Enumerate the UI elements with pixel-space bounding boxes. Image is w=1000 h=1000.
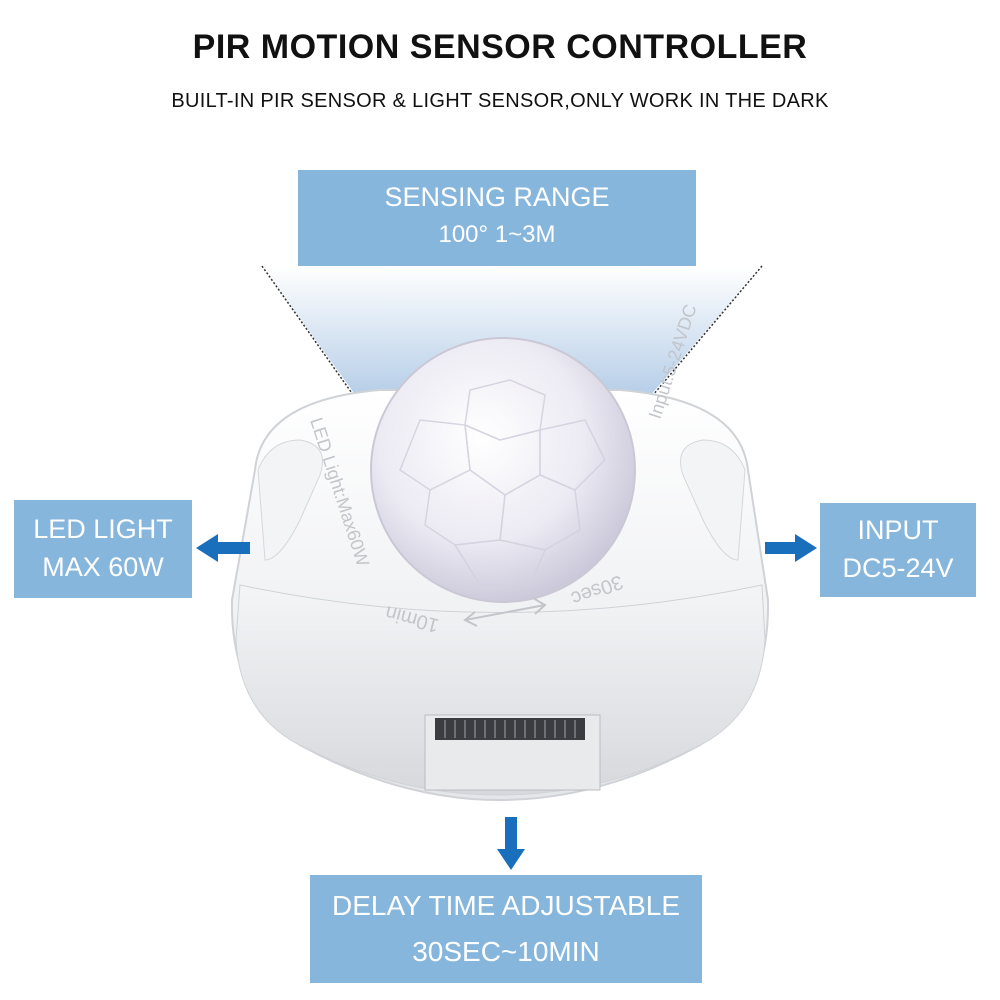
delay-time-callout: DELAY TIME ADJUSTABLE 30SEC~10MIN (310, 875, 702, 983)
led-light-title: LED LIGHT (33, 514, 173, 544)
delay-time-value: 30SEC~10MIN (412, 936, 600, 967)
delay-time-title: DELAY TIME ADJUSTABLE (331, 890, 681, 921)
adjust-double-arrow (463, 597, 547, 627)
led-light-callout: LED LIGHT MAX 60W (14, 500, 192, 598)
arrow-right-icon (765, 534, 817, 562)
arrow-down-icon (497, 817, 525, 870)
sensing-range-value: 100° 1~3M (438, 221, 556, 248)
led-light-value: MAX 60W (42, 552, 164, 582)
page-subtitle: BUILT-IN PIR SENSOR & LIGHT SENSOR,ONLY … (171, 90, 829, 112)
page-title: PIR MOTION SENSOR CONTROLLER (192, 28, 808, 66)
input-callout: INPUT DC5-24V (820, 503, 976, 597)
arrow-left-icon (196, 534, 250, 562)
input-value: DC5-24V (842, 553, 954, 583)
sensing-range-callout: SENSING RANGE 100° 1~3M (298, 170, 696, 266)
sensing-range-title: SENSING RANGE (384, 182, 610, 212)
input-title: INPUT (857, 515, 939, 545)
